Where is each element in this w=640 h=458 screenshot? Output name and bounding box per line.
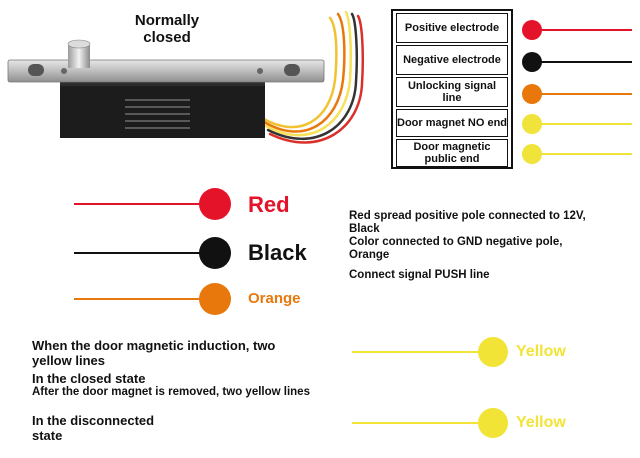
orange-description: Connect signal PUSH line: [349, 269, 490, 281]
legend-cell-door-magnet-public: Door magnetic public end: [396, 139, 508, 167]
legend-wire-door-magnet-public-line: [536, 153, 632, 155]
orange-wire-label: Orange: [248, 290, 301, 307]
open-state-line2: In the disconnected state: [32, 413, 155, 443]
red-description: Red spread positive pole connected to 12…: [349, 210, 586, 235]
yellow-wire-dot-closed: [478, 337, 508, 367]
black-wire-label: Black: [248, 240, 307, 265]
yellow-wire-label-closed: Yellow: [516, 343, 566, 360]
yellow-wire-label-open: Yellow: [516, 414, 566, 431]
red-wire-dot: [199, 188, 231, 220]
legend-cell-unlocking: Unlocking signal line: [396, 77, 508, 107]
yellow-wire-line-closed: [352, 351, 492, 353]
legend-wire-door-magnet-public-dot: [522, 144, 542, 164]
legend-wire-door-magnet-no-dot: [522, 114, 542, 134]
black-wire-line: [74, 252, 214, 254]
legend-wire-door-magnet-no-line: [536, 123, 632, 125]
legend-wire-door-magnet-public: [522, 142, 632, 166]
legend-cell-positive: Positive electrode: [396, 13, 508, 43]
closed-state-line1: When the door magnetic induction, two ye…: [32, 338, 276, 368]
legend-wire-door-magnet-no: [522, 112, 632, 136]
legend-wire-unlocking-line: [536, 93, 632, 95]
legend-wire-negative-dot: [522, 52, 542, 72]
wire-legend-box: Positive electrode Negative electrode Un…: [391, 9, 513, 169]
electric-lock-illustration: [7, 10, 365, 144]
lock-title: Normally closed: [134, 12, 200, 46]
legend-wire-unlocking: [522, 82, 632, 106]
legend-wire-positive-dot: [522, 20, 542, 40]
yellow-wire-line-open: [352, 422, 492, 424]
legend-wire-unlocking-dot: [522, 84, 542, 104]
closed-state-line2: In the closed state: [32, 371, 146, 386]
black-wire-dot: [199, 237, 231, 269]
legend-wire-negative: [522, 50, 632, 74]
legend-cell-door-magnet-no: Door magnet NO end: [396, 109, 508, 137]
legend-cell-negative: Negative electrode: [396, 45, 508, 75]
red-wire-label: Red: [248, 192, 290, 217]
yellow-wire-dot-open: [478, 408, 508, 438]
red-wire-line: [74, 203, 214, 205]
open-state-line1: After the door magnet is removed, two ye…: [32, 386, 310, 398]
legend-wire-positive-line: [536, 29, 632, 31]
legend-wire-negative-line: [536, 61, 632, 63]
orange-wire-line: [74, 298, 214, 300]
black-description: Color connected to GND negative pole, Or…: [349, 236, 563, 261]
legend-wire-positive: [522, 18, 632, 42]
orange-wire-dot: [199, 283, 231, 315]
